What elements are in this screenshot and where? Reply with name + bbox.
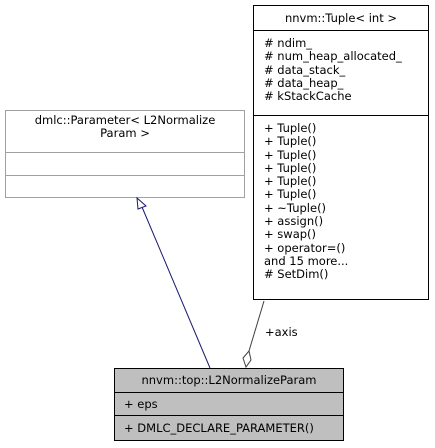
tuple-class-box: nnvm::Tuple< int > # ndim_ # num_heap_al…: [253, 5, 429, 300]
tuple-method: + Tuple(): [264, 134, 317, 149]
parameter-template-title: dmlc::Parameter< L2Normalize Param >: [6, 111, 244, 153]
tuple-class-title-text: nnvm::Tuple< int >: [284, 11, 398, 25]
tuple-class-attributes: # ndim_ # num_heap_allocated_ # data_sta…: [254, 31, 428, 116]
association-edge: [248, 300, 265, 352]
parameter-template-box: dmlc::Parameter< L2Normalize Param >: [5, 110, 245, 198]
tuple-method: and 15 more...: [264, 253, 349, 268]
tuple-class-title: nnvm::Tuple< int >: [254, 6, 428, 31]
parameter-title-line: Param >: [100, 126, 150, 141]
tuple-attribute: # data_stack_: [264, 62, 346, 77]
parameter-title-line: dmlc::Parameter< L2Normalize: [34, 113, 216, 127]
main-class-methods: + DMLC_DECLARE_PARAMETER(): [115, 416, 343, 440]
tuple-attribute: # data_heap_: [264, 75, 344, 90]
association-label: +axis: [265, 325, 298, 339]
tuple-method: + Tuple(): [264, 174, 317, 189]
main-class-attributes: + eps: [115, 393, 343, 416]
tuple-method: + Tuple(): [264, 147, 317, 162]
tuple-attribute: # kStackCache: [264, 89, 352, 104]
tuple-attribute: # ndim_: [264, 36, 313, 50]
parameter-attributes-section: [6, 153, 244, 176]
main-class-title-text: nnvm::top::L2NormalizeParam: [141, 373, 317, 387]
main-class-box: nnvm::top::L2NormalizeParam + eps + DMLC…: [114, 368, 344, 441]
generalization-arrowhead: [136, 196, 147, 210]
tuple-method: + Tuple(): [264, 160, 317, 175]
main-class-title: nnvm::top::L2NormalizeParam: [115, 369, 343, 393]
tuple-method: + Tuple(): [264, 121, 317, 135]
tuple-method: + swap(): [264, 227, 317, 242]
tuple-method: + assign(): [264, 214, 324, 229]
tuple-method: # SetDim(): [264, 267, 329, 282]
tuple-method: + Tuple(): [264, 187, 317, 202]
main-class-attribute: + eps: [124, 397, 158, 411]
tuple-method: + ~Tuple(): [264, 200, 327, 215]
generalization-edge: [141, 206, 211, 369]
tuple-method: + operator=(): [264, 240, 346, 255]
tuple-attribute: # num_heap_allocated_: [264, 49, 402, 64]
association-diamond: [242, 349, 252, 369]
tuple-class-methods: + Tuple() + Tuple() + Tuple() + Tuple() …: [254, 116, 428, 299]
main-class-method: + DMLC_DECLARE_PARAMETER(): [124, 421, 314, 435]
